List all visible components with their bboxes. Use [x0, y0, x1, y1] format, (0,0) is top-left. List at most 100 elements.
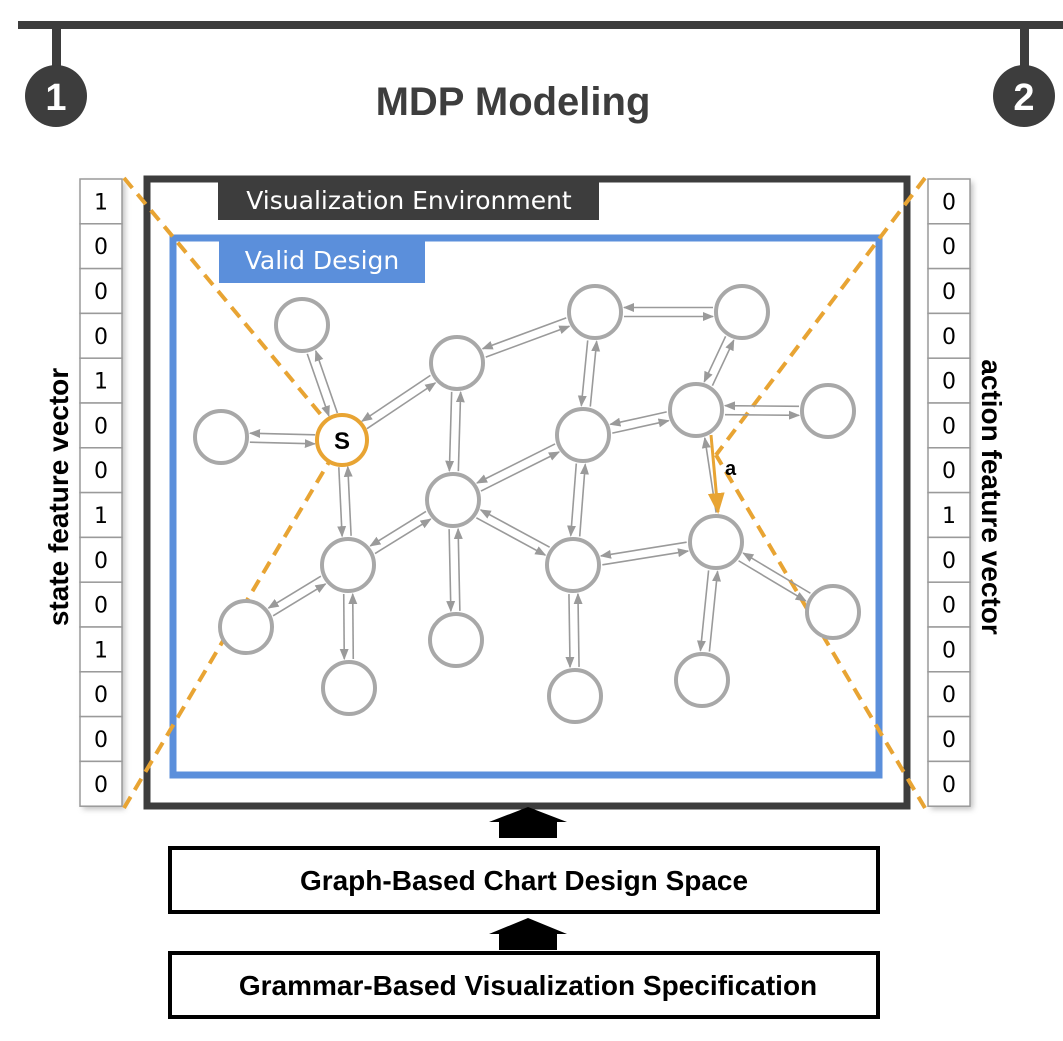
state-vector-value: 0 [94, 325, 108, 350]
graph-node [425, 472, 481, 528]
graph-edge [573, 592, 583, 667]
action-vector-value: 0 [942, 370, 956, 395]
graph-node [555, 407, 611, 463]
visualization-environment: Visualization Environment Valid Design [143, 175, 911, 810]
action-vector-cell [927, 581, 971, 628]
graph-edge [602, 548, 690, 566]
state-vector-value: 0 [94, 683, 108, 708]
action-projection-lower [714, 453, 927, 810]
graph-node [668, 382, 724, 438]
graph-edge [475, 443, 556, 484]
graph-node [429, 335, 485, 391]
grammar-spec-box [168, 951, 880, 1019]
graph-node [714, 284, 770, 340]
graph-edge [724, 410, 801, 420]
action-vector-cell [927, 491, 971, 539]
state-vector-cell [79, 760, 123, 807]
action-projection-upper [714, 176, 927, 457]
action-vector-value: 0 [942, 414, 956, 439]
graph-edge [711, 339, 735, 387]
graph-edge [481, 317, 567, 350]
state-vector-value: 1 [94, 370, 108, 395]
valid-design-label: Valid Design [245, 246, 400, 275]
graph-node [805, 584, 861, 640]
graph-edge [339, 594, 349, 661]
state-vector-cell [79, 581, 123, 628]
graph-edge [343, 465, 353, 536]
graph-edge [248, 428, 316, 438]
graph-node [545, 537, 601, 593]
step-badge-2 [993, 65, 1055, 127]
graph-edge [366, 382, 437, 430]
graph-node [320, 537, 376, 593]
graph-node [321, 660, 377, 716]
graph-edge [475, 517, 547, 556]
graph-edge [738, 560, 807, 602]
state-vector-cell [79, 626, 123, 673]
graph-edge [306, 353, 330, 418]
graph-edge [703, 335, 727, 383]
state-vector-label: state feature vector [43, 368, 74, 626]
timeline: 1 2 MDP Modeling [18, 21, 1063, 127]
state-projection-upper [122, 176, 344, 442]
action-vector-value: 0 [942, 773, 956, 798]
graph-node [688, 514, 744, 570]
action-vector-value: 0 [942, 728, 956, 753]
graph-edge [267, 575, 322, 609]
action-arrow [707, 434, 725, 515]
state-vector-value: 0 [94, 459, 108, 484]
page-title: MDP Modeling [376, 80, 651, 124]
action-vector-cell [927, 760, 971, 807]
state-vector-cell [79, 402, 123, 449]
grammar-spec-label: Grammar-Based Visualization Specificatio… [239, 970, 817, 1001]
environment-label: Visualization Environment [246, 186, 572, 215]
action-vector-value: 0 [942, 683, 956, 708]
graph-edge [314, 349, 339, 414]
graph-edges [248, 303, 811, 669]
graph-edge [272, 583, 327, 617]
action-vector-cell [927, 312, 971, 359]
valid-design-tag [219, 239, 425, 283]
graph-edge [485, 325, 571, 358]
action-vector-value: 0 [942, 280, 956, 305]
action-vector-value: 0 [942, 638, 956, 663]
state-node-label: S [334, 428, 350, 455]
action-vector-cell [927, 402, 971, 449]
action-vector-cell [927, 447, 971, 494]
state-vector-value: 0 [94, 414, 108, 439]
graph-edge [480, 451, 561, 492]
state-vector-value: 0 [94, 280, 108, 305]
action-vector-value: 0 [942, 459, 956, 484]
graph-edge [445, 391, 455, 473]
environment-tag [218, 180, 599, 220]
valid-design-frame [169, 234, 883, 779]
graph-space-label: Graph-Based Chart Design Space [300, 865, 748, 896]
graph-edge [708, 570, 721, 652]
action-vector-value: 0 [942, 594, 956, 619]
state-vector-value: 0 [94, 594, 108, 619]
graph-edge [249, 439, 317, 449]
graph-edge [446, 529, 456, 613]
graph-edge [697, 570, 710, 652]
graph-edge [567, 463, 578, 537]
action-vector-cell [927, 178, 971, 225]
graph-edge [565, 594, 575, 669]
graph-nodes [193, 284, 861, 724]
action-vector-value: 0 [942, 549, 956, 574]
graph-edge [479, 509, 551, 548]
timeline-tick-left [52, 25, 61, 75]
state-vector-cell [79, 447, 123, 494]
environment-frame [143, 175, 911, 810]
action-label: a [725, 458, 737, 480]
state-vector-value: 0 [94, 235, 108, 260]
step-badge-1 [25, 65, 87, 127]
graph-edge [723, 401, 800, 411]
state-vector-cell [79, 223, 123, 270]
action-vector-value: 0 [942, 235, 956, 260]
pipeline-arrow-upper [489, 807, 567, 838]
state-node [315, 413, 369, 467]
action-vector-value: 1 [942, 504, 956, 529]
